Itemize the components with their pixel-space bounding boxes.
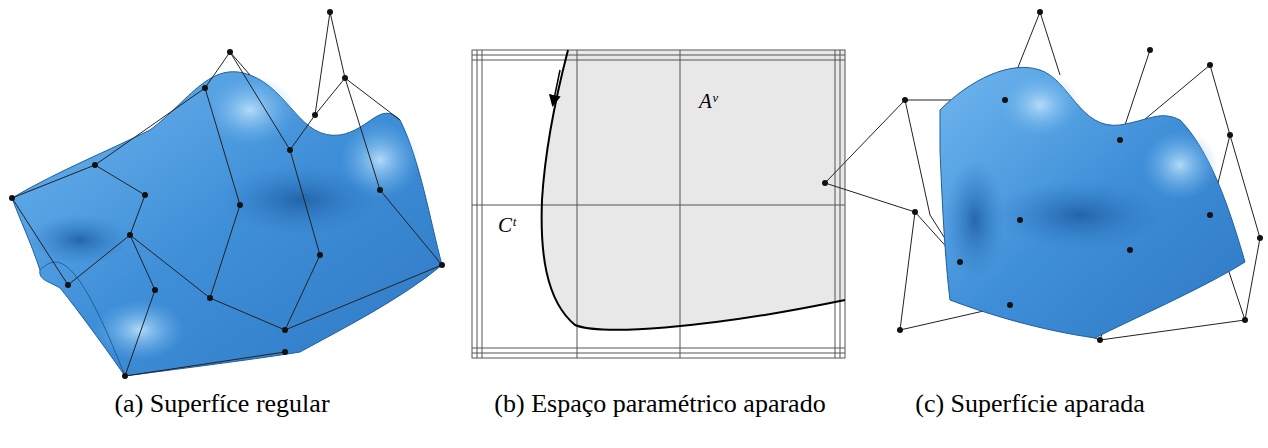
panel-caption: (c) Superfície aparada [915,390,1145,419]
parametric-space [472,50,845,358]
panel-caption: (a) Superfíce regular [114,390,329,419]
panel-caption: (b) Espaço paramétrico aparado [494,390,825,419]
curve-symbol: Cᵗ [496,214,518,237]
region-symbol: Aᵛ [697,90,720,113]
regular-surface [9,9,445,379]
trimmed-surface [822,9,1263,343]
